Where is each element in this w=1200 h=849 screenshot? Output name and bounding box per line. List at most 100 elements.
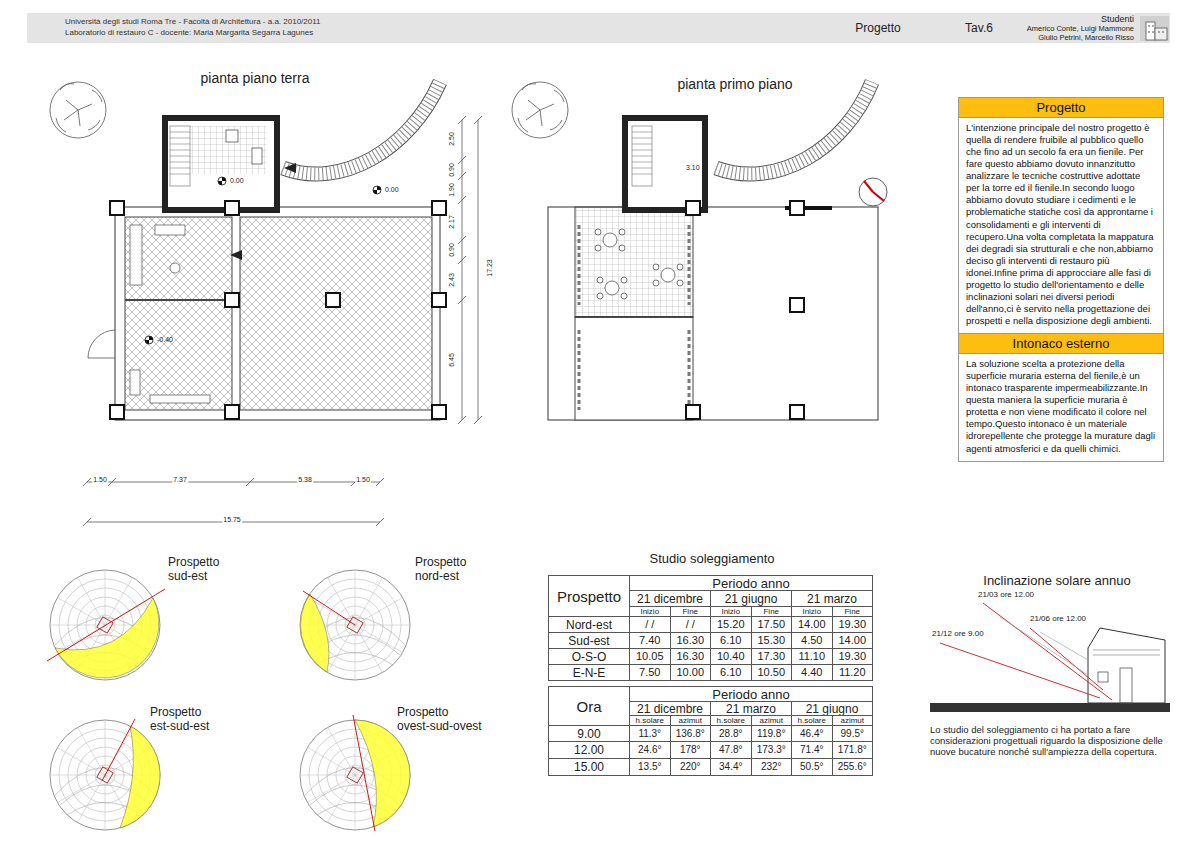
table-cell: 7.50 [629,664,671,681]
table-cell: 15.20 [710,616,752,633]
table-cell: 99.5° [832,725,874,742]
table-cell: 6.10 [710,632,752,649]
chart-title: Prospetto sud-est [168,556,228,584]
plan-label: 0.00 [230,177,244,185]
box-heading: Studenti [1011,14,1134,24]
table-cell: Sud-est [548,632,630,649]
dimension: 5.38 [297,476,313,484]
dimension: 6.45 [448,352,456,368]
table-cell: / / [670,616,712,633]
dimension: 7.37 [172,476,188,484]
box-text: Laboratorio di restauro C - docente: Mar… [65,27,808,38]
box-heading: Progetto [959,98,1163,118]
table-cell: 7.40 [629,632,671,649]
table-cell: 47.8° [710,741,752,759]
chart-title: Prospetto ovest-sud-ovest [397,706,484,734]
plan-label: pianta piano terra [200,70,311,86]
table-cell: 4.40 [791,664,833,681]
table-cell: 13.5° [629,758,671,776]
note: Lo studio del soleggiamento ci ha portat… [930,725,1175,758]
table-cell: 10.00 [670,664,712,681]
section-box: Progetto [809,13,947,43]
table-cell: 11.20 [832,664,874,681]
dimension: 17.23 [486,258,494,278]
table-cell: 10.50 [751,664,793,681]
table-cell: 220° [670,758,712,776]
plan-label: 0.00 [385,186,399,194]
table-cell: 119.8° [751,725,793,742]
table-cell: 46.4° [791,725,833,742]
table-cell: E-N-E [548,664,630,681]
table-cell: 21 giugno [791,701,873,716]
plan-label: 3.10 [686,164,700,172]
box-text: L'intenzione principale del nostro proge… [959,118,1163,333]
dimension: 1.50 [355,476,371,484]
table-cell: 9.00 [548,725,630,742]
table-cell: 19.30 [832,648,874,665]
table-cell: 17.30 [751,648,793,665]
table-cell: Periodo anno [629,686,873,702]
dimension: 0.90 [448,162,456,178]
dimension: 2.17 [448,214,456,230]
table-cell: 173.3° [751,741,793,759]
ray-label: 21/06 ore 12.00 [1030,614,1086,623]
box-heading: Università degli studi Roma Tre - Facolt… [65,16,808,27]
chart-title: Prospetto est-sud-est [150,706,214,734]
table-cell: Prospetto [548,575,630,617]
table-cell: 171.8° [832,741,874,759]
table-cell: 136.8° [670,725,712,742]
table-cell: 6.10 [710,664,752,681]
table-cell: 21 dicembre [629,590,711,607]
table-cell: O-S-O [548,648,630,665]
table-cell: 10.40 [710,648,752,665]
dimension: 0.90 [448,242,456,258]
table-cell: 50.5° [791,758,833,776]
header-box: Università degli studi Roma Tre - Facolt… [27,13,808,43]
table-cell: Ora [548,686,630,726]
table-cell: 15.00 [548,758,630,776]
table-cell: 178° [670,741,712,759]
table-cell: 11.3° [629,725,671,742]
table-cell: / / [629,616,671,633]
table-cell: 21 marzo [791,590,873,607]
box-text: Americo Conte, Luigi Mammone Giulio Petr… [1011,24,1134,42]
table-cell: 232° [751,758,793,776]
table-cell: 71.4° [791,741,833,759]
table-cell: 12.00 [548,741,630,759]
table-cell: 11.10 [791,648,833,665]
dimension: 1.50 [92,476,108,484]
dimension: 15.75 [222,516,242,524]
table-cell: 14.00 [791,616,833,633]
table-cell: 16.30 [670,632,712,649]
table-cell: 255.6° [832,758,874,776]
dimension: 2.50 [448,131,456,147]
chart-title: Inclinazione solare annuo [982,574,1131,589]
table-cell: 15.30 [751,632,793,649]
dimension: 2.43 [448,272,456,288]
sheet-number-box: Tav.6 [948,13,1010,43]
table-cell: 10.05 [629,648,671,665]
table-cell: Nord-est [548,616,630,633]
dimension: 1.90 [448,182,456,198]
plan-label: -0.40 [157,336,173,344]
ray-label: 21/12 ore 9.00 [932,629,984,638]
table-cell: 14.00 [832,632,874,649]
table-cell: 34.4° [710,758,752,776]
table-cell: Periodo anno [629,575,873,591]
text-panel: Intonaco esternoLa soluzione scelta a pr… [958,333,1164,462]
chart-title: Prospetto nord-est [415,556,477,584]
table-cell: 24.6° [629,741,671,759]
box-heading: Intonaco esterno [959,334,1163,354]
box-heading: Tav.6 [948,13,1010,43]
table-cell: 19.30 [832,616,874,633]
box-heading: Progetto [809,13,947,43]
table-cell: 21 dicembre [629,701,711,716]
chart-title: Studio soleggiamento [648,552,775,567]
table-cell: 28.8° [710,725,752,742]
table-cell: 4.50 [791,632,833,649]
table-cell: 21 marzo [710,701,792,716]
table-cell: 17.50 [751,616,793,633]
table-cell: 21 giugno [710,590,792,607]
plan-label: pianta primo piano [676,76,793,92]
